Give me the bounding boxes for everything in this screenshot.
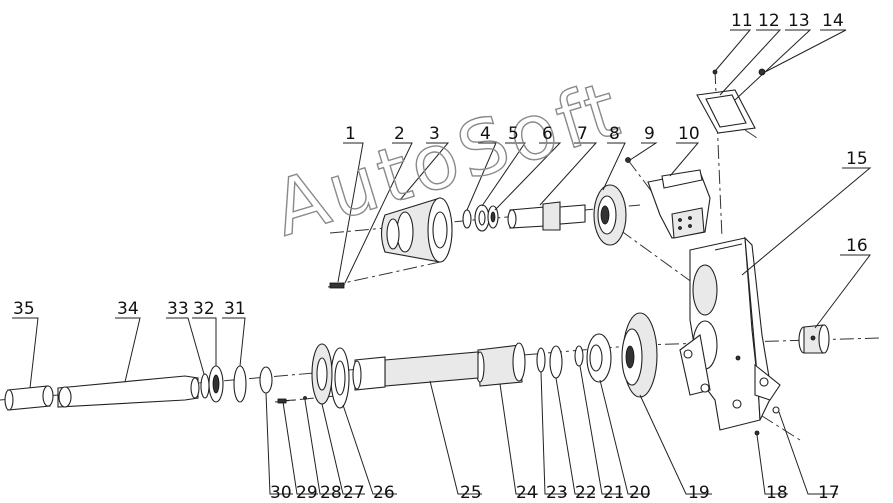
part-19-gear — [621, 312, 658, 398]
callout-16: 16 — [846, 236, 868, 256]
part-6-ring — [487, 205, 499, 229]
part-7-shaft — [507, 201, 586, 231]
callout-19: 19 — [688, 483, 710, 503]
callout-29: 29 — [296, 483, 318, 503]
callout-35: 35 — [13, 299, 35, 319]
callout-31: 31 — [224, 299, 246, 319]
part-30-ring — [259, 366, 273, 394]
callout-4: 4 — [480, 124, 491, 144]
part-34-axle-shaft — [57, 375, 200, 408]
part-3-housing — [380, 197, 453, 263]
callout-33: 33 — [167, 299, 189, 319]
callout-13: 13 — [788, 11, 810, 31]
part-17-screw — [772, 406, 780, 414]
part-15-housing — [679, 236, 781, 431]
callout-32: 32 — [193, 299, 215, 319]
part-9-pin — [625, 157, 631, 163]
leader-lines — [12, 29, 872, 495]
callout-labels: 1 2 3 4 5 6 7 8 9 10 11 12 13 14 15 16 1… — [13, 11, 868, 503]
part-33-washer — [200, 373, 210, 399]
part-23-ring — [536, 347, 546, 373]
callout-6: 6 — [542, 124, 553, 144]
callout-11: 11 — [731, 11, 753, 31]
part-18-screw — [754, 430, 760, 436]
callout-28: 28 — [320, 483, 342, 503]
part-32-seal — [208, 365, 224, 403]
part-25-spline-shaft — [352, 351, 479, 391]
callout-9: 9 — [644, 124, 655, 144]
part-8-gear — [593, 184, 627, 246]
callout-3: 3 — [429, 124, 440, 144]
part-5-bearing — [474, 204, 490, 232]
part-13-plate — [696, 89, 756, 134]
callout-22: 22 — [575, 483, 597, 503]
callout-5: 5 — [508, 124, 519, 144]
part-27-flange — [311, 343, 333, 405]
callout-15: 15 — [846, 149, 868, 169]
callout-30: 30 — [270, 483, 292, 503]
part-14-screw — [758, 68, 766, 76]
callout-14: 14 — [822, 11, 844, 31]
callout-21: 21 — [603, 483, 625, 503]
part-22-ring — [549, 345, 563, 379]
callout-12: 12 — [758, 11, 780, 31]
part-4-ring — [462, 209, 472, 229]
part-21-ring — [574, 345, 584, 367]
callout-18: 18 — [766, 483, 788, 503]
callout-26: 26 — [373, 483, 395, 503]
part-16-coupling — [798, 324, 830, 354]
callout-25: 25 — [460, 483, 482, 503]
callout-7: 7 — [577, 124, 588, 144]
callout-10: 10 — [678, 124, 700, 144]
callout-20: 20 — [629, 483, 651, 503]
callout-27: 27 — [343, 483, 365, 503]
callout-8: 8 — [609, 124, 620, 144]
part-35-sleeve — [4, 385, 54, 411]
part-31-ring — [233, 365, 247, 403]
callout-17: 17 — [818, 483, 840, 503]
part-20-bearing — [586, 333, 612, 383]
part-28-pin — [303, 396, 307, 400]
callout-24: 24 — [516, 483, 538, 503]
callout-23: 23 — [546, 483, 568, 503]
part-24-gear-shaft — [475, 342, 526, 387]
part-11-screw — [712, 69, 718, 75]
callout-2: 2 — [394, 124, 405, 144]
part-10-cover — [647, 169, 711, 239]
part-26-gasket — [330, 347, 350, 409]
callout-34: 34 — [117, 299, 139, 319]
part-29-bolt — [277, 398, 296, 404]
callout-1: 1 — [345, 124, 356, 144]
part-2-bolt — [327, 282, 346, 289]
